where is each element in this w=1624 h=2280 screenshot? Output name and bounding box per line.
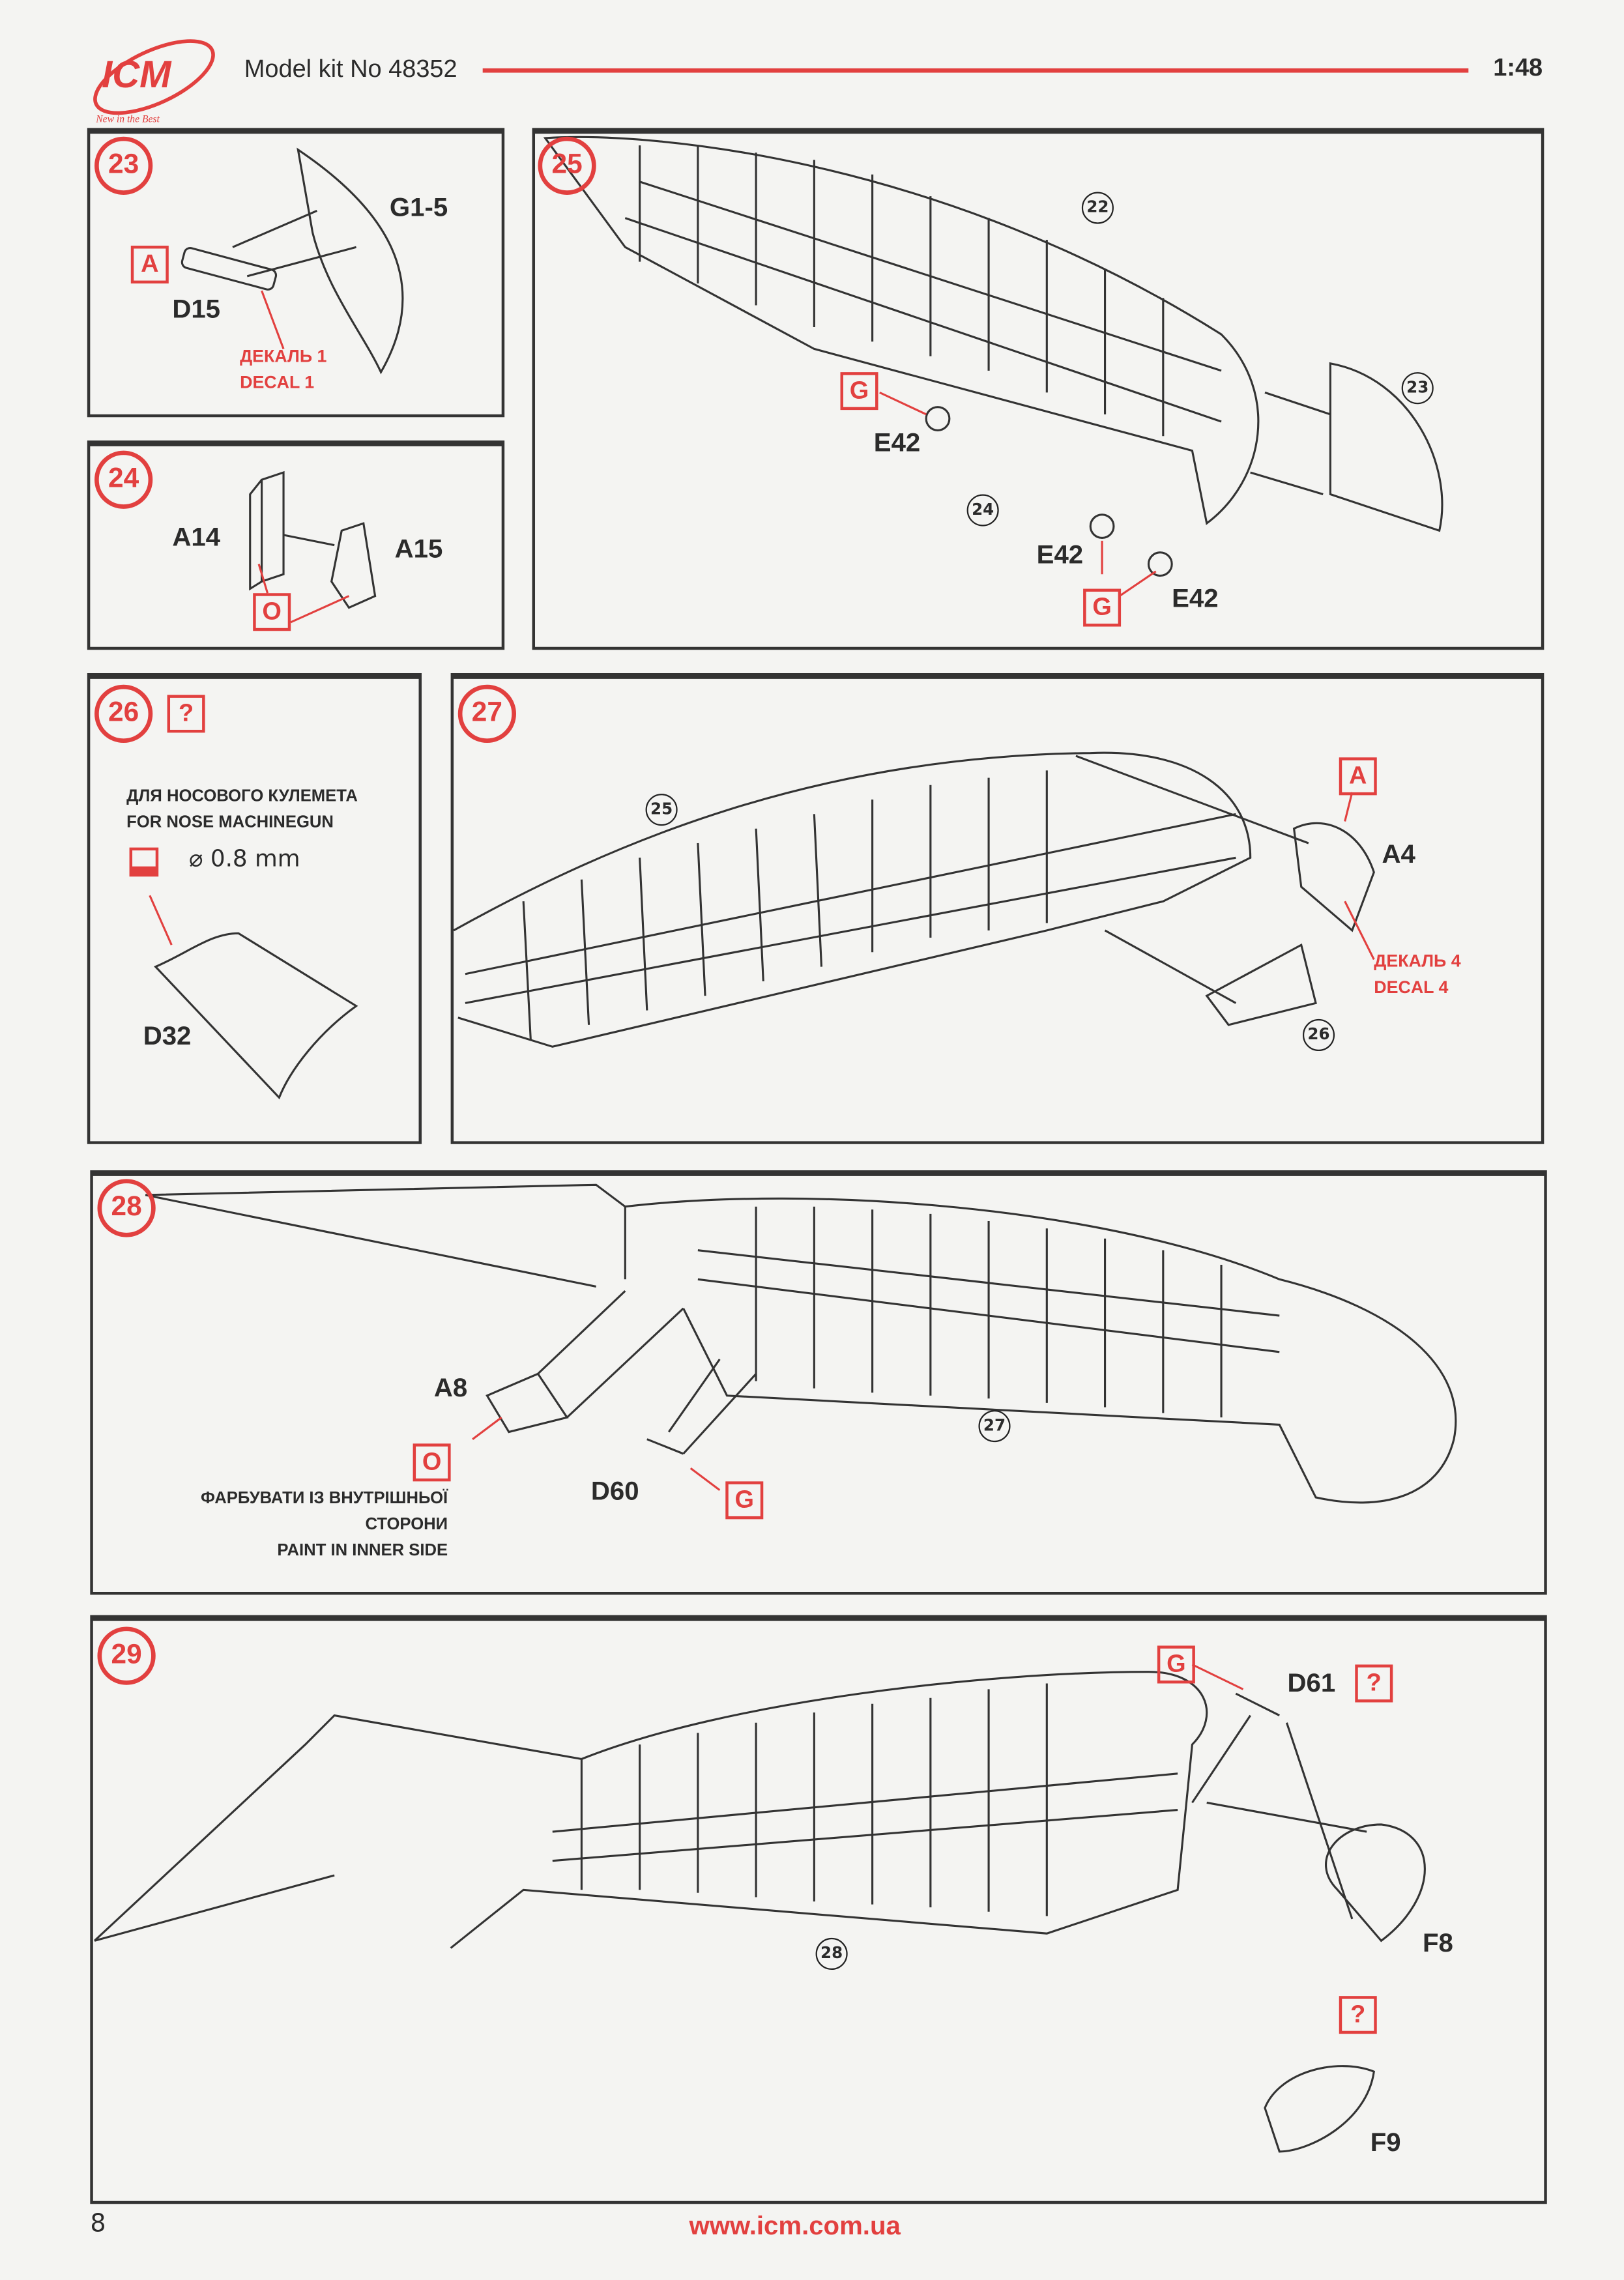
kit-title: Model kit No 48352 — [244, 55, 457, 83]
step-27-panel — [450, 672, 1544, 1144]
part-label-a4: A4 — [1382, 839, 1415, 869]
step-number-25: 25 — [538, 136, 596, 195]
icm-logo: ICM New in the Best — [84, 26, 222, 135]
note-en: PAINT IN INNER SIDE — [277, 1542, 448, 1560]
paint-code-a: A — [130, 246, 169, 284]
drill-icon — [129, 847, 159, 877]
website-link[interactable]: www.icm.com.ua — [689, 2211, 901, 2240]
part-label-f9: F9 — [1370, 2128, 1401, 2157]
decal-label-ua: ДЕКАЛЬ 1 — [240, 345, 327, 367]
paint-code-unknown: ? — [167, 695, 205, 733]
note-en: FOR NOSE MACHINEGUN — [126, 814, 334, 832]
ref-step-24: 24 — [966, 494, 999, 527]
paint-code-g: G — [840, 372, 878, 411]
paint-code-g: G — [725, 1481, 764, 1520]
part-label-d61: D61 — [1287, 1668, 1336, 1697]
ref-step-27: 27 — [978, 1410, 1011, 1443]
step-24-panel — [87, 440, 505, 650]
part-label-a8: A8 — [433, 1373, 468, 1402]
step-29-panel — [90, 1615, 1547, 2204]
note-nose-machinegun: ДЛЯ НОСОВОГО КУЛЕМЕТА FOR NOSE MACHINEGU… — [126, 784, 358, 836]
step-25-panel — [532, 128, 1544, 650]
decal-label-ua: ДЕКАЛЬ 4 — [1374, 951, 1461, 972]
part-label-f8: F8 — [1423, 1928, 1453, 1958]
step-number-28: 28 — [97, 1179, 156, 1237]
paint-code-a: A — [1339, 757, 1377, 796]
part-label-e42: E42 — [1172, 583, 1219, 613]
part-label-d60: D60 — [590, 1476, 639, 1506]
decal-label-en: DECAL 4 — [1374, 977, 1449, 998]
note-ua: ДЛЯ НОСОВОГО КУЛЕМЕТА — [126, 788, 358, 805]
ref-step-28: 28 — [815, 1937, 848, 1970]
part-label-d15: D15 — [172, 294, 221, 324]
drill-size: ⌀ 0.8 mm — [189, 844, 300, 873]
paint-code-g: G — [1157, 1645, 1195, 1684]
ref-step-26: 26 — [1302, 1018, 1335, 1052]
note-ua-line1: ФАРБУВАТИ ІЗ ВНУТРІШНЬОЇ — [201, 1490, 448, 1508]
paint-code-unknown: ? — [1339, 1996, 1377, 2034]
paint-code-unknown: ? — [1355, 1664, 1393, 1703]
part-label-e42: E42 — [1036, 540, 1084, 570]
ref-step-23: 23 — [1401, 372, 1434, 405]
header-rule — [482, 68, 1469, 73]
step-23-panel — [87, 128, 505, 418]
decal-label: ДЕКАЛЬ 1 DECAL 1 — [240, 343, 326, 396]
note-paint-inner-side: ФАРБУВАТИ ІЗ ВНУТРІШНЬОЇ СТОРОНИ PAINT I… — [201, 1486, 448, 1564]
part-label-a14: A14 — [172, 523, 221, 552]
step-number-27: 27 — [457, 684, 517, 743]
decal-label: ДЕКАЛЬ 4 DECAL 4 — [1374, 948, 1460, 1000]
logo-tagline: New in the Best — [96, 113, 160, 125]
scale-label: 1:48 — [1493, 53, 1543, 81]
step-number-23: 23 — [94, 136, 153, 195]
paint-code-g: G — [1083, 588, 1122, 627]
logo-text: ICM — [102, 52, 171, 96]
step-number-29: 29 — [97, 1626, 156, 1685]
part-label-e42: E42 — [873, 428, 921, 457]
step-26-panel — [87, 672, 422, 1144]
paint-code-o: O — [413, 1443, 451, 1482]
decal-label-en: DECAL 1 — [240, 372, 315, 393]
step-number-26: 26 — [94, 684, 153, 743]
part-label-g1-5: G1-5 — [389, 192, 448, 222]
ref-step-25: 25 — [645, 794, 678, 826]
step-28-panel — [90, 1170, 1547, 1595]
logo-swoosh-icon — [93, 39, 215, 115]
ref-step-22: 22 — [1081, 192, 1114, 224]
paint-code-o: O — [253, 593, 291, 631]
step-number-24: 24 — [94, 450, 153, 509]
part-label-a15: A15 — [394, 534, 443, 564]
page-number: 8 — [90, 2210, 106, 2239]
part-label-d32: D32 — [143, 1021, 192, 1050]
note-ua-line2: СТОРОНИ — [365, 1516, 448, 1534]
